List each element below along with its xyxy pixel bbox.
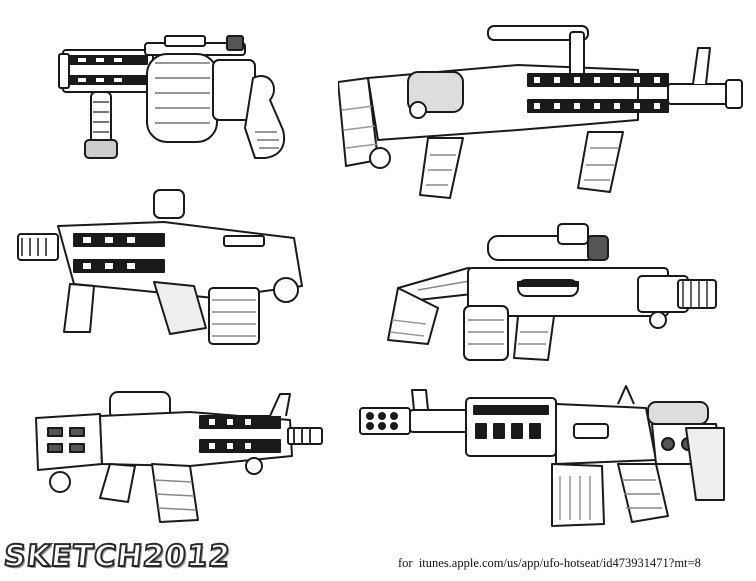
credit-prefix: for [398, 556, 413, 570]
scoped-carbine-sketch [387, 223, 717, 361]
grenade-launcher-sketch [58, 35, 285, 159]
credit-line: for itunes.apple.com/us/app/ufo-hotseat/… [398, 556, 754, 574]
heavy-rifle-sketch [359, 385, 725, 527]
light-machine-gun-sketch [338, 25, 743, 199]
signature-text: SKETCH2012 [1, 538, 233, 575]
assault-rifle-sketch [35, 391, 323, 523]
bullpup-rifle-sketch [17, 189, 303, 345]
artist-signature-logo: SKETCH2012 [1, 536, 233, 578]
credit-url-link[interactable]: itunes.apple.com/us/app/ufo-hotseat/id47… [418, 556, 701, 570]
